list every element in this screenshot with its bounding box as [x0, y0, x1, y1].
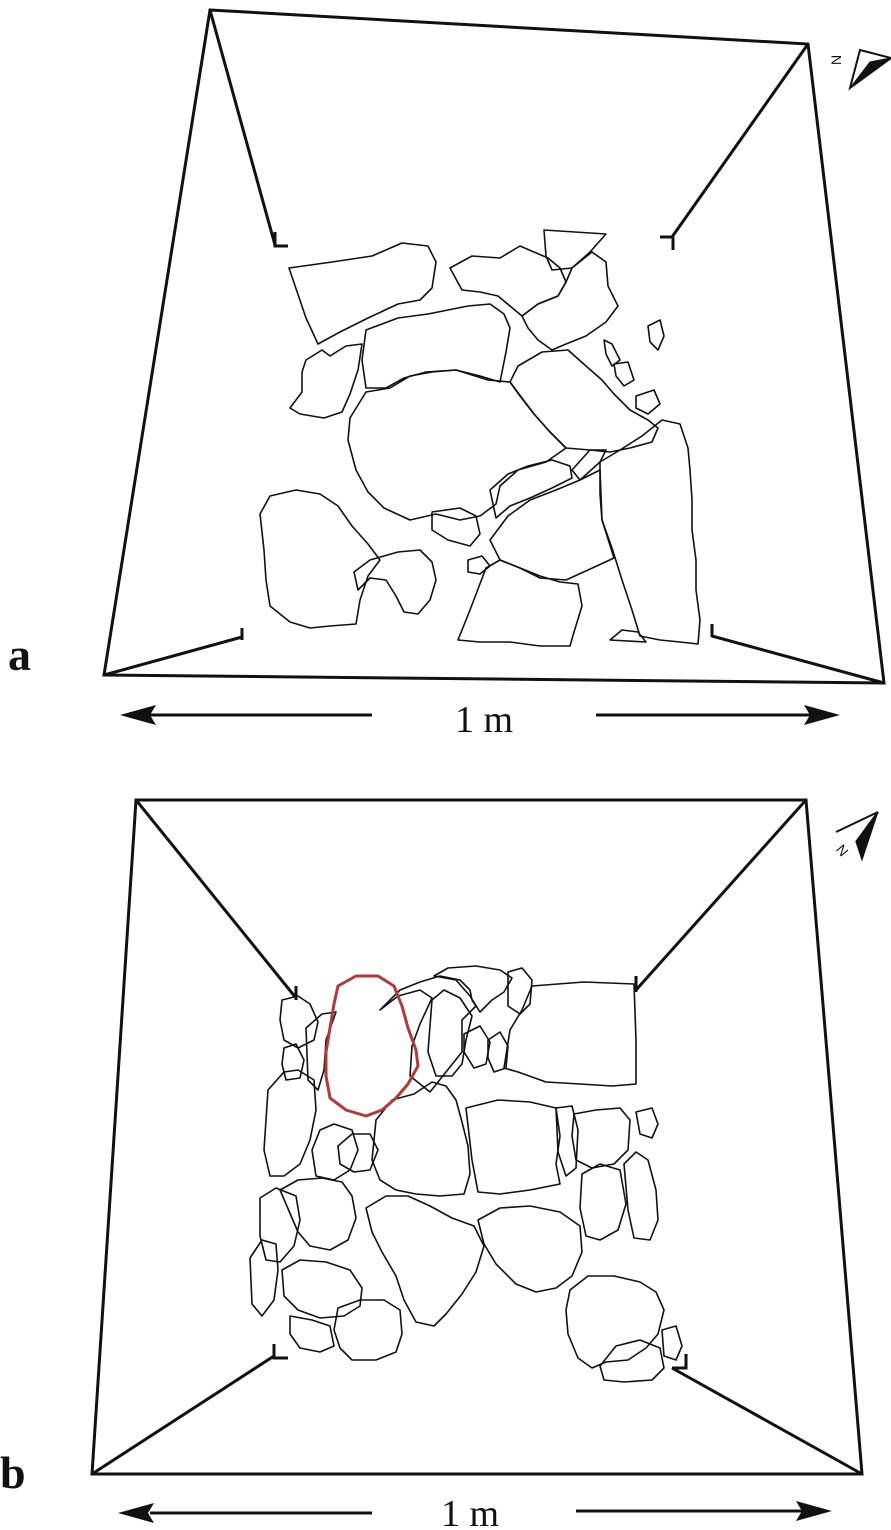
rock-outline: [431, 507, 481, 547]
scale-label: 1 m: [441, 1493, 499, 1530]
scale-arrow-right-head: [796, 1501, 832, 1521]
rock-outline: [509, 349, 659, 453]
rock-outline: [365, 1195, 485, 1327]
panel-a-corner-tr: [660, 235, 675, 250]
highlighted-rock-outline: [324, 974, 420, 1118]
rock-outline: [647, 319, 665, 351]
panel-a-edge-br: [711, 634, 885, 685]
rock-outline: [279, 995, 319, 1049]
north-arrow-icon-outline: [835, 811, 879, 843]
rock-outline: [599, 1339, 665, 1383]
rock-outline: [543, 229, 607, 271]
rock-outline: [289, 1315, 335, 1353]
panel-a-edge-tr: [670, 43, 810, 238]
rock-outline: [353, 549, 437, 615]
rock-outline: [565, 1275, 665, 1369]
panel-b-edge-bl: [91, 1354, 275, 1476]
rock-outline: [571, 449, 607, 481]
scale-arrow-left-head: [118, 1503, 154, 1523]
panel-a-edge-tl: [208, 9, 277, 246]
rock-outline: [661, 1325, 683, 1361]
rock-outline: [288, 242, 437, 345]
rock-outline: [467, 555, 491, 575]
panel-label-b: b: [0, 1447, 26, 1498]
panel-a-north-arrow: N: [828, 48, 891, 91]
rock-outline: [489, 459, 573, 519]
rock-outline: [347, 369, 567, 521]
rock-outline: [311, 1123, 359, 1181]
rock-outline: [361, 303, 511, 389]
rock-outline: [259, 1187, 301, 1263]
rock-outline: [433, 965, 513, 1013]
rock-outline: [259, 489, 381, 629]
rock-outline: [289, 343, 363, 419]
rock-outline: [465, 1099, 561, 1195]
rock-outline: [487, 1031, 509, 1073]
rock-outline: [263, 1069, 317, 1177]
rock-outline: [337, 1133, 379, 1173]
rock-outline: [635, 389, 661, 415]
rock-outline: [571, 1107, 631, 1169]
panel-b-corner-bl: [272, 1344, 288, 1360]
panel-a-corner-tl: [273, 232, 288, 248]
rock-outline: [279, 1177, 357, 1251]
rock-outline: [603, 339, 621, 367]
panel-b-corner-br: [672, 1354, 688, 1370]
panel-a-outer-frame: [102, 8, 886, 685]
panel-b-outer-frame: [90, 798, 864, 1476]
rock-outline: [333, 1299, 403, 1361]
rock-outline: [371, 1081, 471, 1197]
panel-a: N a 1 m: [8, 8, 891, 741]
scale-arrow-left-head: [120, 705, 156, 725]
panel-label-a: a: [8, 629, 31, 680]
panel-a-edge-bl: [103, 635, 243, 677]
panel-b-edge-tl: [134, 799, 298, 999]
rock-outline: [281, 1259, 363, 1319]
rock-outline: [457, 559, 583, 647]
panel-b-edge-tr: [634, 798, 808, 992]
rock-outline: [503, 981, 637, 1087]
north-letter: N: [828, 55, 844, 65]
scale-label: 1 m: [455, 699, 513, 741]
rock-outline: [521, 251, 619, 351]
north-arrow-icon-outline: [848, 48, 891, 91]
rock-outline: [249, 1239, 279, 1317]
rock-outline: [427, 989, 473, 1077]
rock-outline: [463, 1025, 491, 1069]
panel-b-north-arrow: N: [833, 811, 879, 862]
north-letter: N: [833, 842, 852, 860]
panel-a-rocks: [259, 229, 701, 647]
rock-outline: [613, 361, 635, 387]
rock-outline: [507, 967, 533, 1015]
rock-outline: [609, 629, 647, 643]
panel-b-rocks: [249, 965, 683, 1383]
rock-outline: [599, 419, 701, 645]
rock-outline: [477, 1205, 583, 1293]
scale-arrow-right-head: [804, 705, 840, 725]
panel-b-edge-br: [671, 1366, 863, 1476]
panel-a-scale-bar: 1 m: [120, 699, 840, 741]
rock-outline: [281, 1043, 305, 1081]
rock-outline: [379, 975, 477, 1093]
panel-b-scale-bar: 1 m: [118, 1493, 832, 1530]
rock-outline: [579, 1163, 627, 1241]
rock-outline: [623, 1151, 659, 1241]
panel-b: N b 1 m: [0, 798, 879, 1530]
rock-outline: [555, 1105, 579, 1177]
rock-outline: [635, 1107, 659, 1139]
